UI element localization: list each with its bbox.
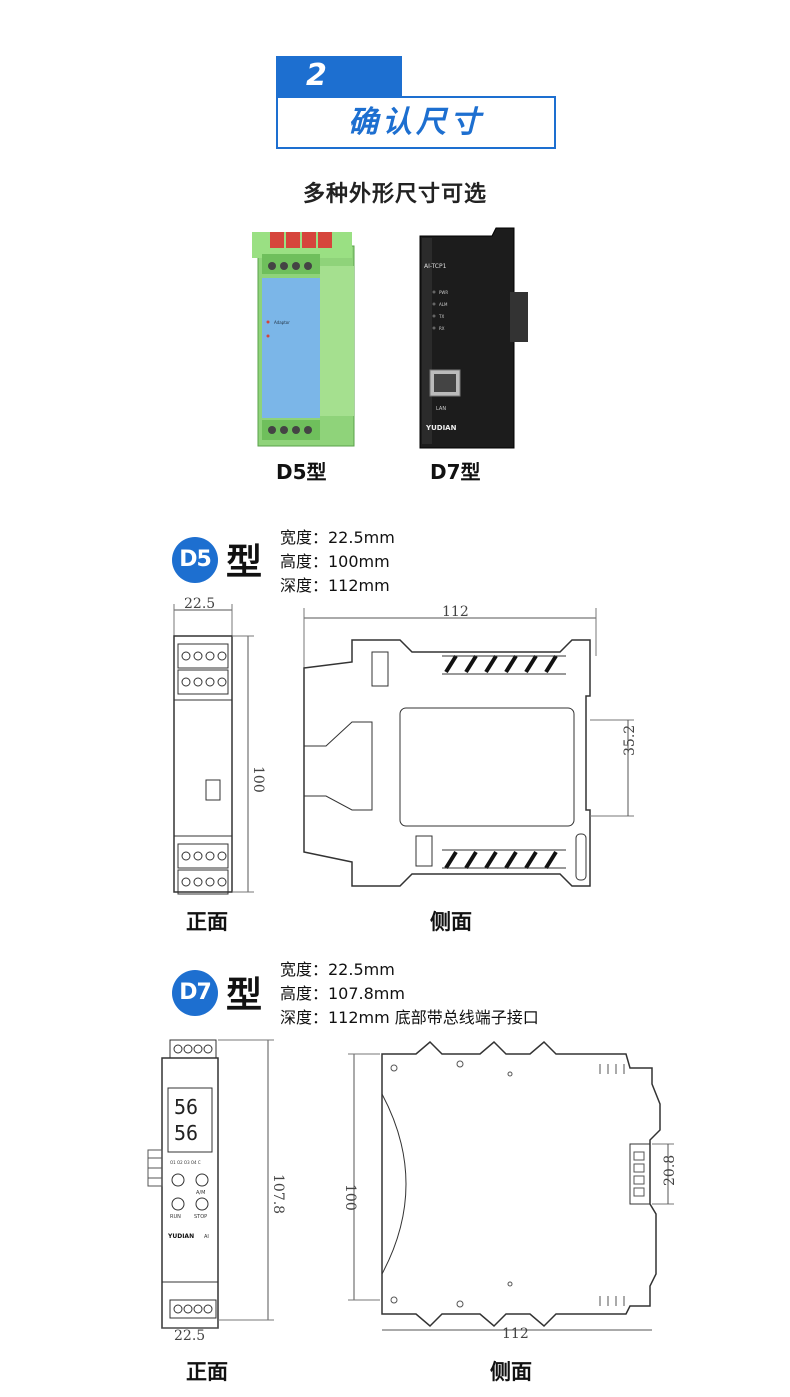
d7-side-drawing: 100 20.8 112 (342, 1040, 678, 1342)
d7-height-dim: 107.8 (270, 1174, 286, 1214)
svg-text:YUDIAN: YUDIAN (425, 424, 457, 432)
d7-front-label: 正面 (186, 1360, 228, 1384)
d7-connector-dim: 20.8 (662, 1155, 678, 1186)
svg-text:AI: AI (204, 1234, 209, 1240)
d7-model-text: AI-TCP1 (424, 263, 447, 270)
d5-width-dim: 22.5 (184, 596, 215, 612)
d5-spec-depth: 深度：112mm (280, 576, 390, 595)
svg-text:TX: TX (438, 314, 444, 319)
d5-side-drawing: 112 35.2 (303, 604, 638, 887)
svg-text:STOP: STOP (194, 1214, 207, 1220)
d5-depth-dim: 112 (442, 604, 469, 620)
svg-text:PWR: PWR (439, 290, 448, 295)
d7-side-height-dim: 100 (342, 1184, 358, 1211)
d7-product-image: AI-TCP1 PWR ALM TX RX LAN YUDIAN (419, 227, 528, 449)
d5-spec-width: 宽度：22.5mm (280, 528, 395, 547)
d5-front-drawing: 22.5 100 (173, 596, 266, 895)
d7-depth-dim: 112 (502, 1326, 529, 1342)
d5-specs: 宽度：22.5mm 高度：100mm 深度：112mm (280, 526, 395, 598)
d7-spec-width: 宽度：22.5mm (280, 960, 395, 979)
svg-text:RUN: RUN (170, 1214, 181, 1220)
d7-front-drawing: 56 56 O1 O2 O3 O4 C A/M RUN STOP YUDIAN … (147, 1039, 286, 1344)
d5-spec-height: 高度：100mm (280, 552, 390, 571)
svg-text:LAN: LAN (436, 406, 446, 412)
d7-display-top: 56 (174, 1095, 198, 1119)
d5-product-label: D5型 (276, 460, 327, 484)
d5-rail-dim: 35.2 (622, 725, 638, 756)
d7-type-suffix: 型 (226, 975, 263, 1016)
section-subtitle: 多种外形尺寸可选 (302, 182, 487, 207)
d7-width-dim: 22.5 (174, 1328, 205, 1344)
d5-type-suffix: 型 (226, 542, 263, 583)
svg-text:O1 O2 O3 O4 C: O1 O2 O3 O4 C (170, 1160, 201, 1165)
svg-text:ALM: ALM (439, 302, 448, 307)
d5-front-label: 正面 (186, 910, 228, 934)
d7-specs: 宽度：22.5mm 高度：107.8mm 深度：112mm 底部带总线端子接口 (280, 958, 539, 1030)
svg-text:Adaptor: Adaptor (274, 320, 290, 325)
svg-text:YUDIAN: YUDIAN (167, 1233, 194, 1240)
d7-spec-depth: 深度：112mm 底部带总线端子接口 (280, 1008, 539, 1027)
step-number: 2 (276, 56, 402, 96)
d5-height-dim: 100 (250, 766, 266, 793)
d5-side-label: 侧面 (430, 910, 472, 934)
d7-spec-height: 高度：107.8mm (280, 984, 405, 1003)
d7-badge: D7 (172, 970, 218, 1016)
d5-badge: D5 (172, 537, 218, 583)
d7-product-label: D7型 (430, 460, 481, 484)
svg-text:A/M: A/M (196, 1190, 205, 1196)
section-title: 确认尺寸 (276, 96, 556, 149)
d7-side-label: 侧面 (490, 1360, 532, 1384)
svg-text:RX: RX (439, 326, 445, 331)
d5-product-image: Adaptor (252, 232, 355, 447)
d7-display-bottom: 56 (174, 1121, 198, 1145)
